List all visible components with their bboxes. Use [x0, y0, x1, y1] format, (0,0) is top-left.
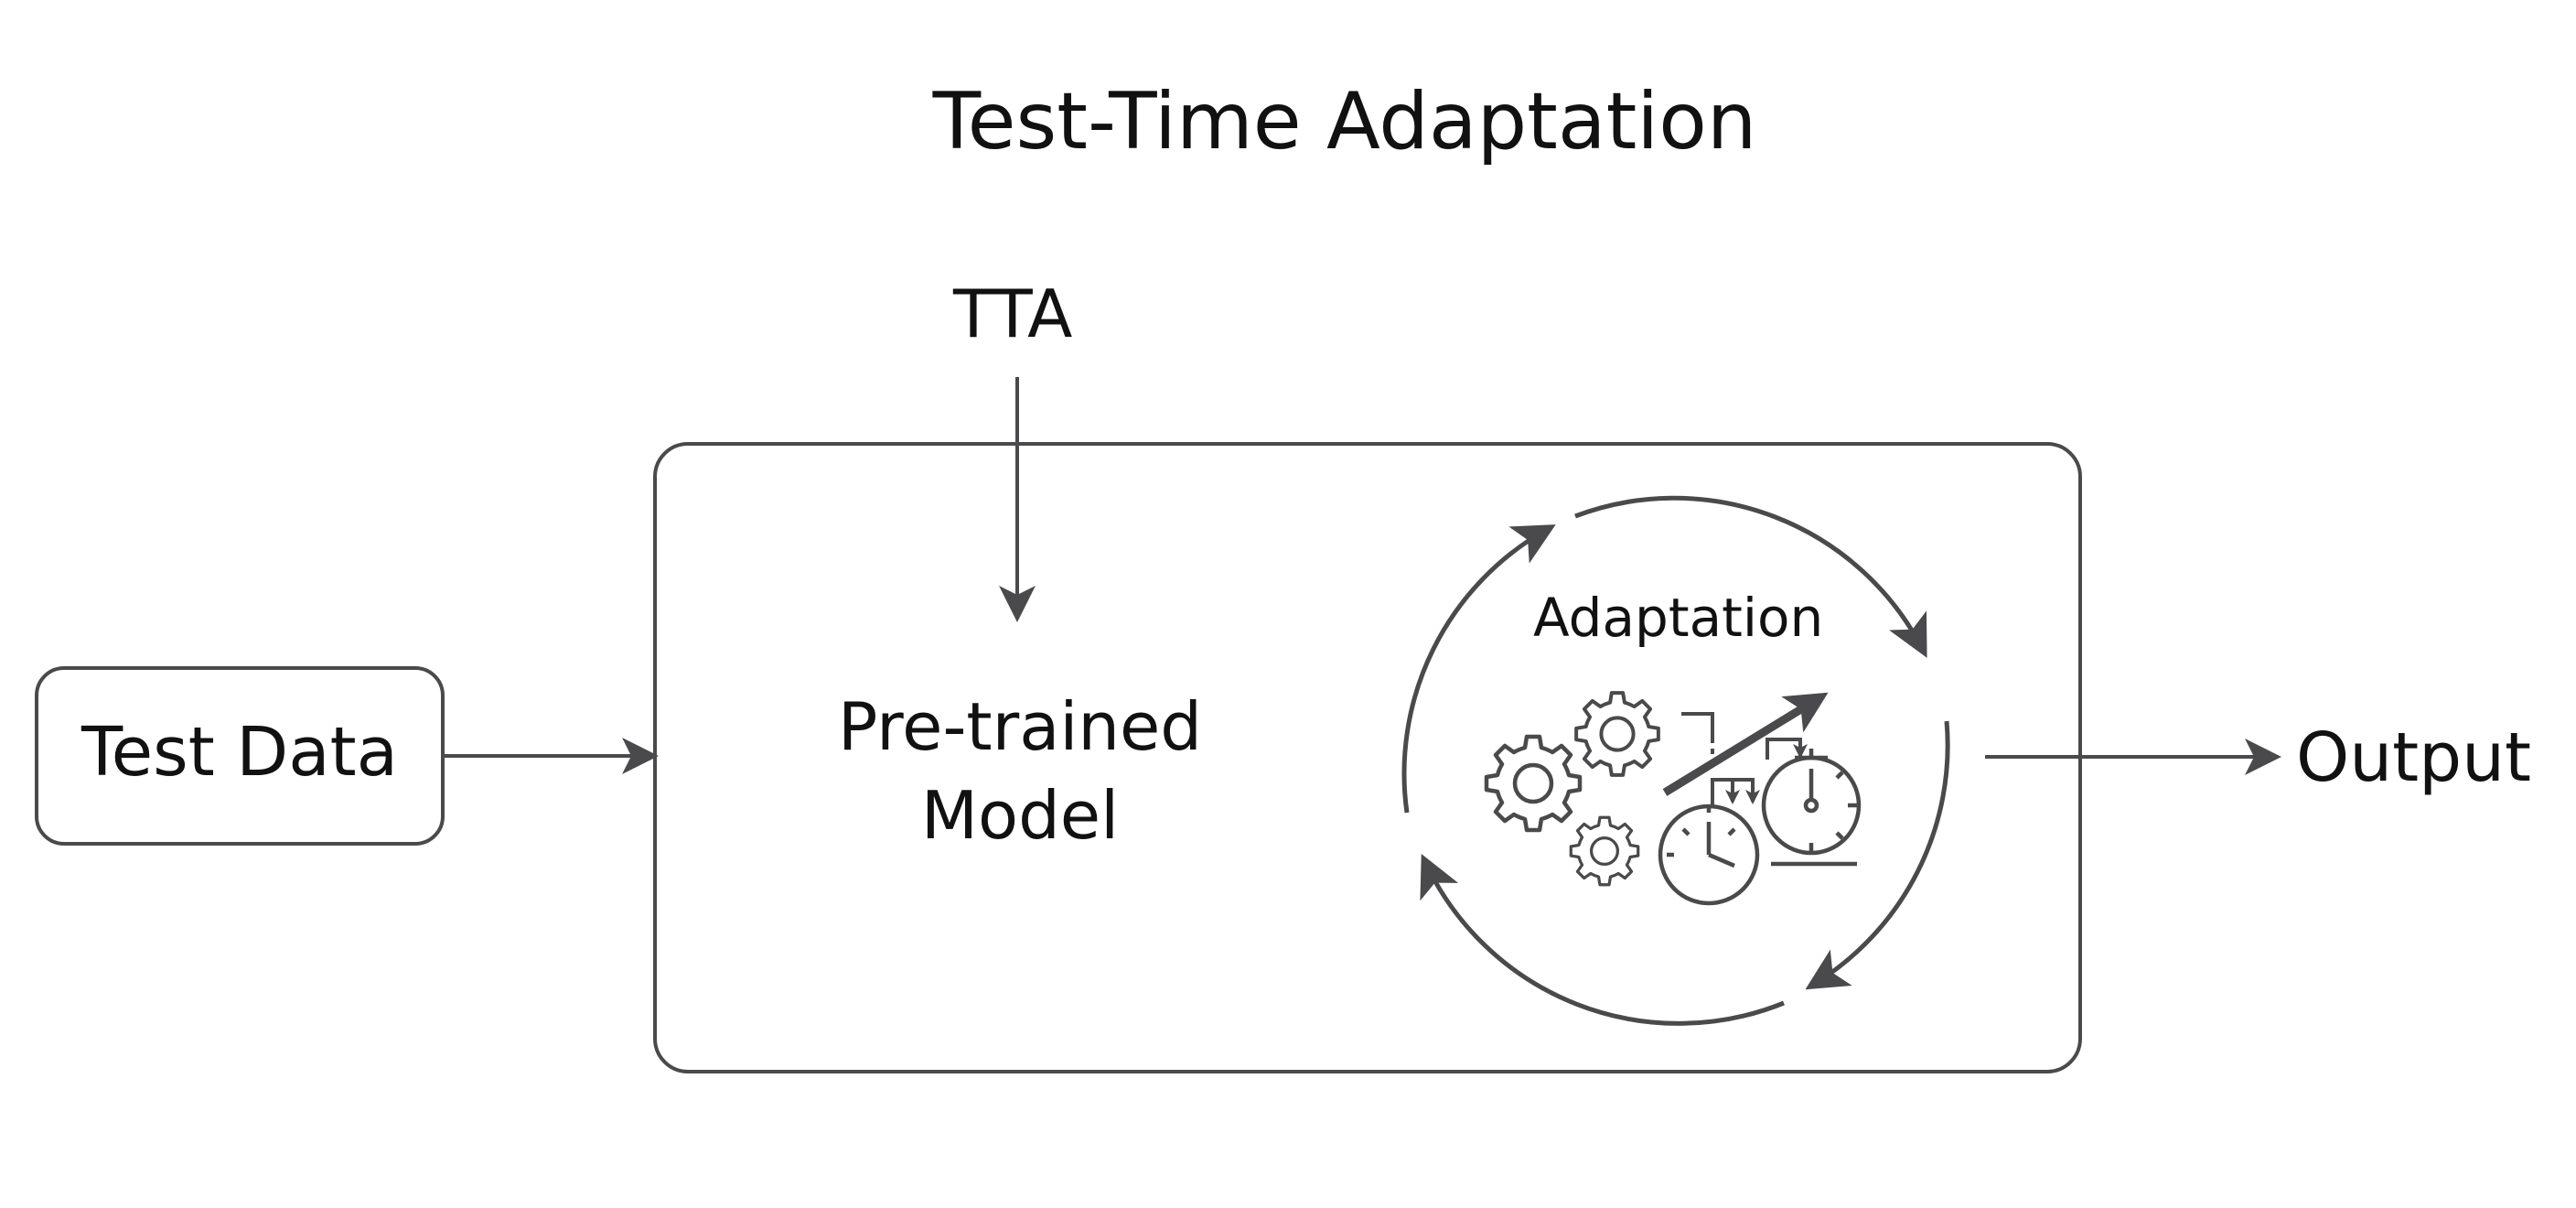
adaptation-label: Adaptation — [1533, 587, 1824, 649]
cycle-arrows-icon — [1401, 495, 1950, 1026]
model-label-line1: Pre-trained — [837, 688, 1203, 765]
output-label: Output — [2296, 718, 2532, 797]
diagram-title: Test-Time Adaptation — [932, 76, 1757, 167]
gear-icon — [1484, 691, 1660, 887]
test-data-label: Test Data — [81, 713, 398, 792]
trend-arrow-icon — [1662, 692, 1829, 796]
stopwatch-icon — [1658, 738, 1862, 906]
tta-label: TTA — [953, 275, 1073, 352]
model-label-line2: Model — [920, 777, 1120, 855]
pretrained-model-label: Pre-trained Model — [805, 683, 1235, 860]
